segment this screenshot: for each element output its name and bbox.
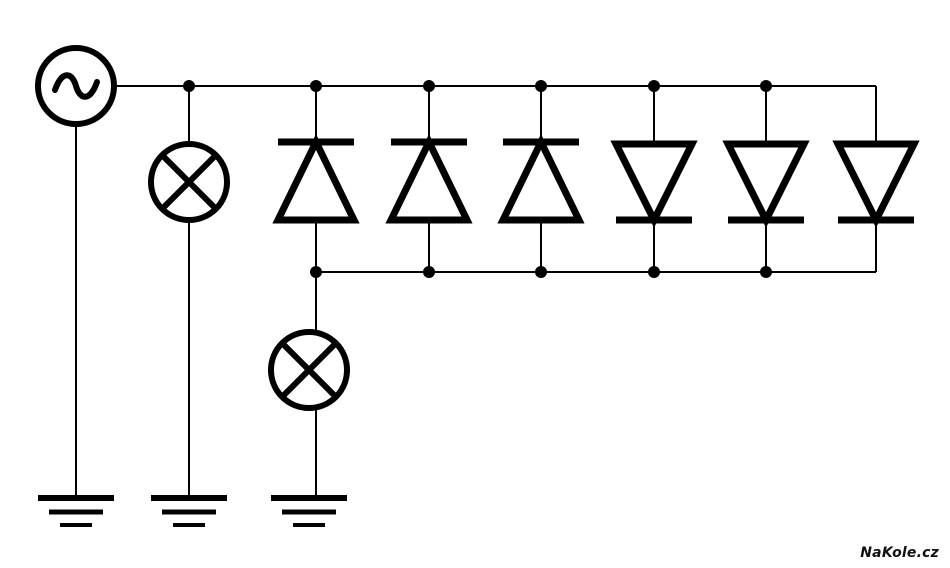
ground-icon xyxy=(38,498,114,525)
diode-icon xyxy=(278,142,354,220)
ac-source-icon xyxy=(35,45,117,127)
diode-branch-3 xyxy=(503,86,579,272)
junction-dot-icon xyxy=(310,266,322,278)
diode-icon xyxy=(503,142,579,220)
diode-icon xyxy=(728,144,804,220)
diode-branch-6 xyxy=(838,144,914,220)
junction-dot-icon xyxy=(423,266,435,278)
lamp-icon xyxy=(151,144,227,220)
junction-dot-icon xyxy=(535,80,547,92)
junction-dot-icon xyxy=(183,80,195,92)
diode-branch-5 xyxy=(728,86,804,272)
junction-dot-icon xyxy=(423,80,435,92)
diode-icon xyxy=(391,142,467,220)
diode-branch-2 xyxy=(391,86,467,272)
top-bus-wire xyxy=(116,85,877,145)
diode-branch-1 xyxy=(271,86,354,525)
diode-icon xyxy=(838,144,914,220)
ac-source xyxy=(35,45,117,525)
junction-dot-icon xyxy=(648,80,660,92)
bottom-bus-wire xyxy=(316,220,877,273)
ground-icon xyxy=(271,498,347,525)
diode-branch-4 xyxy=(616,86,692,272)
junction-dot-icon xyxy=(760,266,772,278)
junction-dots xyxy=(183,80,772,278)
ground-icon xyxy=(151,498,227,525)
junction-dot-icon xyxy=(760,80,772,92)
junction-dot-icon xyxy=(648,266,660,278)
junction-dot-icon xyxy=(535,266,547,278)
lamp-branch-1 xyxy=(151,86,227,525)
diode-icon xyxy=(616,144,692,220)
watermark-label: NaKole.cz xyxy=(857,544,942,562)
lamp-icon xyxy=(271,332,347,408)
junction-dot-icon xyxy=(310,80,322,92)
